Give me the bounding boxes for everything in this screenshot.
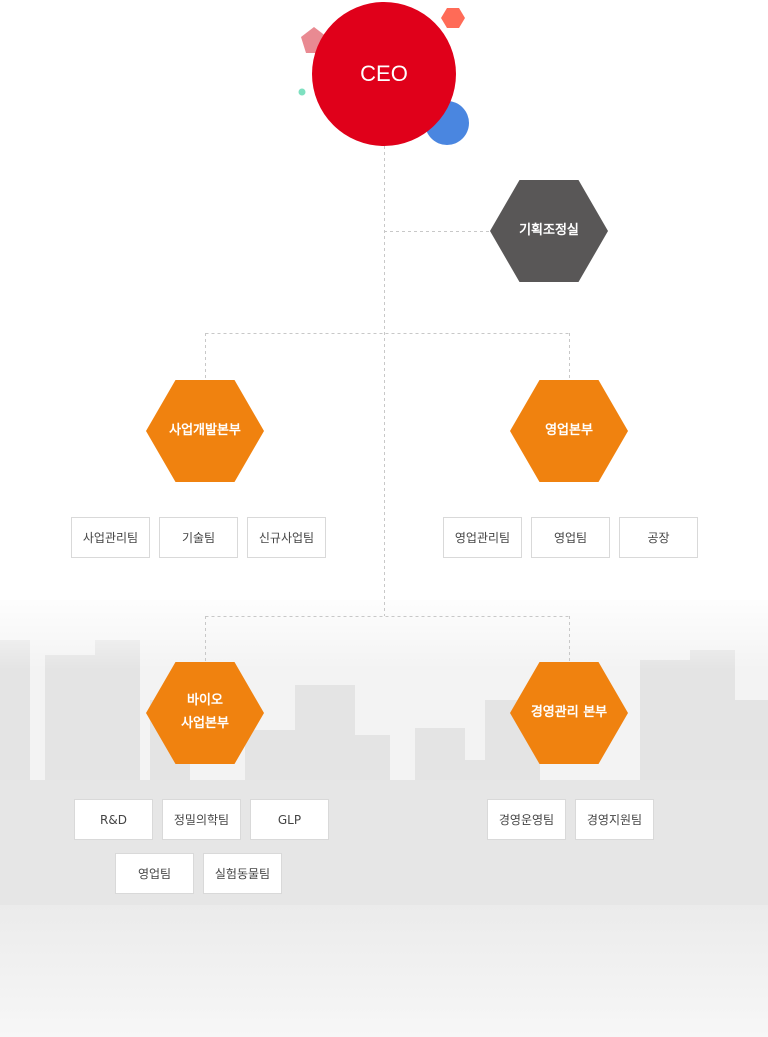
team-box: 영업팀 xyxy=(531,517,610,558)
bio-division-node: 바이오 사업본부 xyxy=(146,662,264,764)
team-box: 신규사업팀 xyxy=(247,517,326,558)
bio-division-label-line2: 사업본부 xyxy=(181,716,229,731)
coral-hexagon-decoration xyxy=(441,8,465,28)
team-box: 영업관리팀 xyxy=(443,517,522,558)
team-box: GLP xyxy=(250,799,329,840)
team-label: GLP xyxy=(277,812,302,827)
team-box: 실험동물팀 xyxy=(203,853,282,894)
bizdev-division-label: 사업개발본부 xyxy=(169,422,241,438)
team-box: 공장 xyxy=(619,517,698,558)
team-label: 경영지원팀 xyxy=(586,813,643,827)
mint-dot-decoration xyxy=(298,88,306,96)
management-division-node: 경영관리 본부 xyxy=(510,662,628,764)
ceo-node: CEO xyxy=(312,2,456,146)
team-label: 영업관리팀 xyxy=(454,531,511,545)
bizdev-division-node: 사업개발본부 xyxy=(146,380,264,482)
bio-division-label: 바이오 사업본부 xyxy=(181,690,229,736)
team-label: 사업관리팀 xyxy=(82,531,139,545)
team-label: R&D xyxy=(100,812,127,827)
sales-division-label: 영업본부 xyxy=(545,422,593,438)
bio-division-label-line1: 바이오 xyxy=(187,693,223,709)
team-label: 정밀의학팀 xyxy=(173,813,230,827)
team-box: 정밀의학팀 xyxy=(162,799,241,840)
team-label: 영업팀 xyxy=(137,867,172,881)
team-box: 경영지원팀 xyxy=(575,799,654,840)
sales-division-node: 영업본부 xyxy=(510,380,628,482)
team-label: 실험동물팀 xyxy=(214,867,271,881)
team-label: 영업팀 xyxy=(553,531,588,545)
management-division-label: 경영관리 본부 xyxy=(530,704,608,720)
team-box: 사업관리팀 xyxy=(71,517,150,558)
team-label: 신규사업팀 xyxy=(258,531,315,545)
team-box: 기술팀 xyxy=(159,517,238,558)
planning-office-label: 기획조정실 xyxy=(519,222,579,238)
team-label: 공장 xyxy=(647,531,670,545)
team-box: 경영운영팀 xyxy=(487,799,566,840)
team-label: 기술팀 xyxy=(181,531,216,545)
ceo-label: CEO xyxy=(360,61,408,86)
team-box: R&D xyxy=(74,799,153,840)
team-box: 영업팀 xyxy=(115,853,194,894)
team-label: 경영운영팀 xyxy=(498,813,555,827)
